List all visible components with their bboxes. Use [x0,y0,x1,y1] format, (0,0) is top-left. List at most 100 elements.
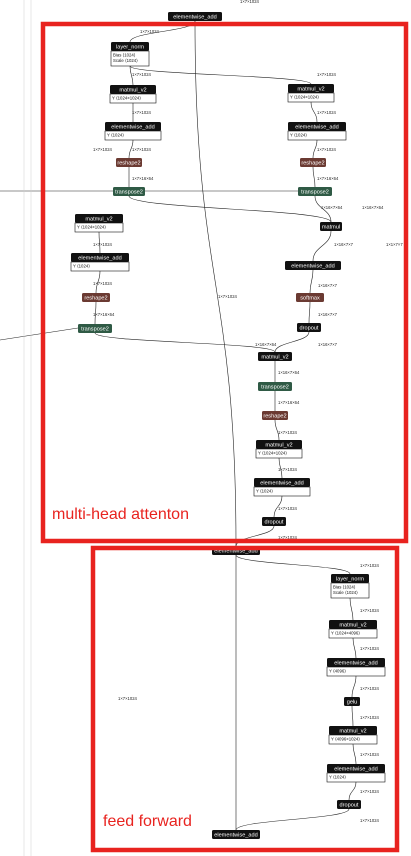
node-title-bar [297,323,321,332]
node-label: dropout [340,802,359,808]
node-title-bar [320,222,342,231]
node-dropout[interactable]: dropout [337,800,361,809]
node-title-bar [288,122,346,131]
node-params-box [110,50,150,67]
edge-n_drop1-n_mm_ctx [274,331,310,353]
node-label: reshape2 [263,413,286,419]
edge-n_matmul-n_add_mask [312,230,332,262]
node-param: Y ⟨1024×1024⟩ [258,451,287,456]
node-transpose2[interactable]: transpose2 [78,324,112,333]
node-label: transpose2 [81,326,109,332]
node-label: gelu [347,699,358,705]
edge-shape-label: 1×7×1024 [360,818,380,823]
node-label: matmul [322,224,340,230]
node-params-box [328,734,378,745]
node-param: Bias ⟨1024⟩ [333,585,356,590]
node-label: matmul_v2 [261,354,288,360]
edge-shape-label: 1×7×1024 [93,242,113,247]
edge-shape-label: 1×7×1024 [317,72,337,77]
node-title-bar [327,764,385,773]
node-transpose2[interactable]: transpose2 [258,382,292,391]
node-params-box [330,582,370,599]
edge-n_add_v-n_rs_v [128,139,134,159]
node-matmul[interactable]: matmul [320,222,342,231]
node-elementwise-add[interactable]: elementwise_add [212,830,260,839]
edge-shape-label: 1×7×1024 [360,646,380,651]
edge-n_rs_q-n_tr_q [312,166,316,188]
node-matmul-v2[interactable]: matmul_v2Y ⟨1024×1024⟩ [255,440,303,459]
edge-n_drop3-n_add_res2 [235,808,350,831]
node-param: Y ⟨1024⟩ [256,489,273,494]
edge-shape-label: 1×16×7×7 [318,283,338,288]
node-matmul-v2[interactable]: matmul_v2 [258,352,292,361]
node-transpose2[interactable]: transpose2 [298,187,332,196]
node-label: elementwise_add [214,548,258,554]
node-label: transpose2 [115,189,143,195]
edge-shape-label: 1×16×7×64 [362,205,384,210]
node-reshape2[interactable]: reshape2 [82,293,110,302]
node-param: Scale ⟨1024⟩ [333,590,358,595]
edge-shape-label: 1×7×1024 [93,281,113,286]
edge-shape-label: 1×7×1024 [132,147,152,152]
attention-highlight-box [40,21,409,544]
node-param: Scale ⟨1024⟩ [113,58,138,63]
edge-shape-label: 1×7×16×64 [317,176,339,181]
edge-shape-label: 1×7×1024 [278,430,298,435]
node-title-bar [116,158,142,167]
node-param: Y ⟨1024×4096⟩ [331,631,360,636]
edge-shape-label: 1×7×16×64 [132,176,154,181]
node-title-bar [258,352,292,361]
node-param: Y ⟨1024⟩ [329,775,346,780]
node-label: reshape2 [301,160,324,166]
node-title-bar [327,658,385,667]
node-param: Bias ⟨1024⟩ [113,53,136,58]
edge-shape-label: 1×16×7×64 [321,205,343,210]
node-elementwise-add[interactable]: elementwise_add [168,12,222,21]
graph-edge-labels: 1×7×1024 1×7×1024 1×7×1024 1×7×1024 1×7×1024… [93,0,403,853]
node-reshape2[interactable]: reshape2 [300,158,326,167]
node-matmul-v2[interactable]: matmul_v2Y ⟨1024×4096⟩ [328,620,378,639]
node-dropout[interactable]: dropout [262,517,286,526]
edge-n_add_q-n_rs_q [312,139,318,159]
node-softmax[interactable]: softmax [296,293,324,302]
node-matmul-v2[interactable]: matmul_v2Y ⟨1024×1024⟩ [287,84,335,103]
node-label: dropout [265,519,284,525]
node-matmul-v2[interactable]: matmul_v2Y ⟨4096×1024⟩ [328,726,378,745]
node-title-bar [285,261,341,270]
node-params-box [255,448,303,459]
node-param: Y ⟨1024⟩ [107,133,124,138]
node-gelu[interactable]: gelu [344,697,360,706]
node-label: matmul_v2 [297,86,324,92]
edge-n_rs_o-n_mm_o [274,419,280,441]
node-elementwise-add[interactable]: elementwise_add [285,261,341,270]
node-label: matmul_v2 [85,216,112,222]
node-reshape2[interactable]: reshape2 [116,158,142,167]
edge-shape-label: 1×16×7×7 [334,242,354,247]
edge-shape-label: 1×7×1024 [240,0,260,4]
node-params-box [70,261,130,272]
node-transpose2[interactable]: transpose2 [113,187,145,196]
node-param: Y ⟨1024×1024⟩ [112,96,141,101]
node-param: Y ⟨1024×1024⟩ [77,225,106,230]
node-matmul-v2[interactable]: matmul_v2Y ⟨1024×1024⟩ [109,85,157,104]
edge-shape-label: 1×16×7×7 [318,312,338,317]
edge-n_add_f1-n_gelu [351,675,357,698]
node-title-bar [288,84,334,93]
node-param: Y ⟨1024⟩ [73,264,90,269]
edge-n_tr_q-n_matmul [314,195,332,223]
edge-n_tr_v-n_matmul [128,195,332,223]
node-label: transpose2 [301,189,329,195]
node-matmul-v2[interactable]: matmul_v2 Y ⟨1024×1024⟩ [74,214,124,233]
node-reshape2[interactable]: reshape2 [262,411,288,420]
node-dropout[interactable]: dropout [297,323,321,332]
edge-shape-label: 1×7×1024 [278,535,298,540]
